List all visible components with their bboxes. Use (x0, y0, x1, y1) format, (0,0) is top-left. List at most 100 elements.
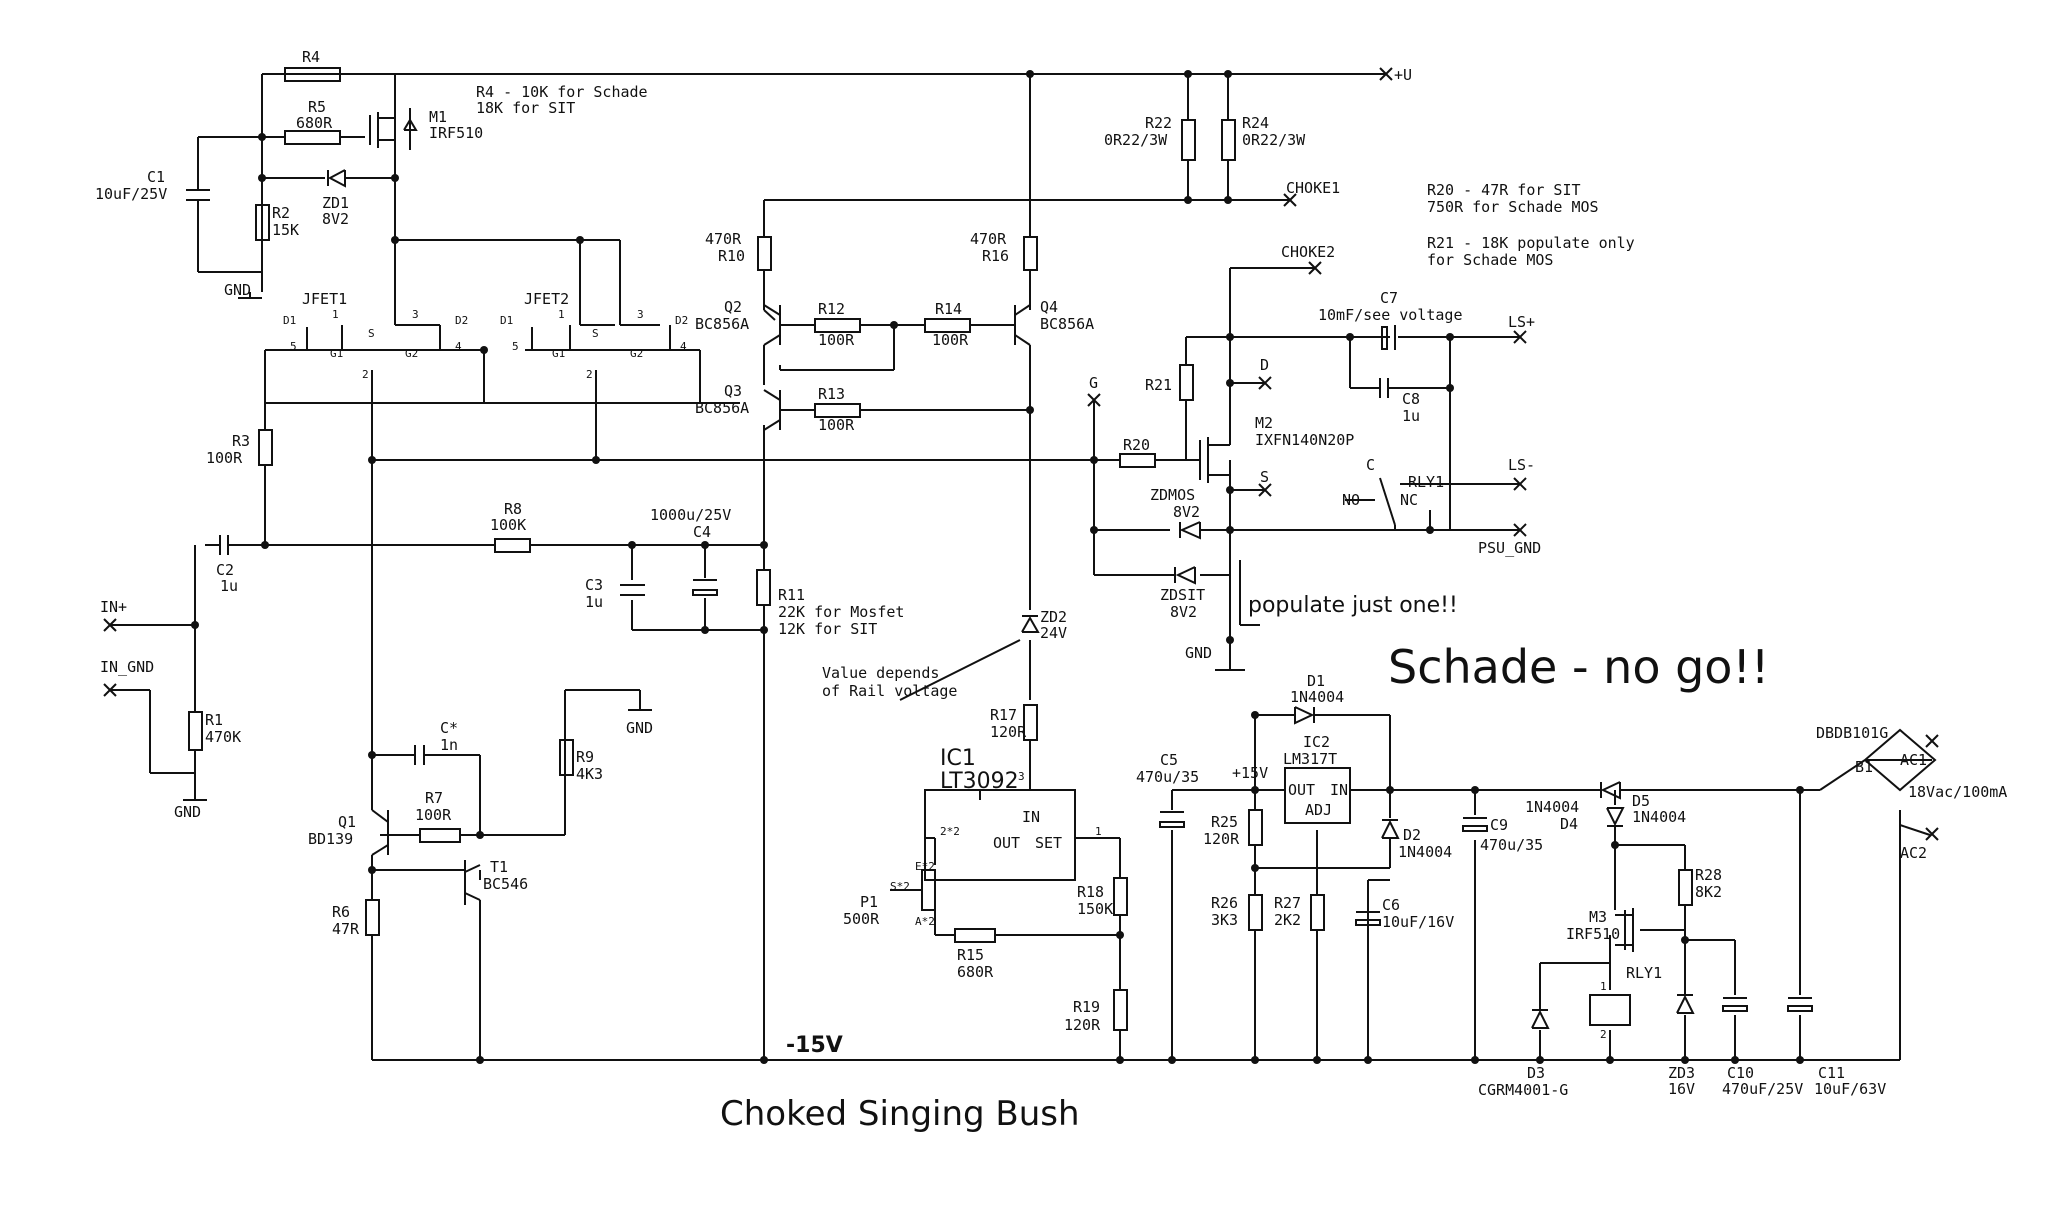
s-label: S (1260, 468, 1269, 486)
note-r20-1: R20 - 47R for SIT (1427, 181, 1581, 199)
r17-body (1023, 704, 1038, 741)
c11-label: C11 (1818, 1064, 1845, 1082)
r25-label: R25 (1211, 813, 1238, 831)
q1-value: BD139 (308, 830, 353, 848)
r13-label: R13 (818, 385, 845, 403)
zdsit-label: ZDSIT (1160, 586, 1205, 604)
jfet1-pin-5: 5 (290, 340, 297, 353)
gnd-label-3: GND (626, 719, 653, 737)
cx-value: 1n (440, 736, 458, 754)
jfet2-pin-s: S (592, 327, 599, 340)
r26-value: 3K3 (1211, 911, 1238, 929)
terminal-psu-gnd (1513, 523, 1527, 537)
t1-value: BC546 (483, 875, 528, 893)
m2-label: M2 (1255, 414, 1273, 432)
r20-label: R20 (1123, 436, 1150, 454)
jfet1-pin-4: 4 (455, 340, 462, 353)
m2-value: IXFN140N20P (1255, 431, 1354, 449)
b1-value: DBDB101G (1816, 724, 1888, 742)
terminal-s (1258, 483, 1272, 497)
note-r4-2: 18K for SIT (476, 99, 575, 117)
q3-label: Q3 (724, 382, 742, 400)
ic2-body (1284, 767, 1351, 824)
zd3-label: ZD3 (1668, 1064, 1695, 1082)
r9-body (559, 739, 574, 776)
ic2-value: LM317T (1283, 750, 1337, 768)
jfet1-pin-2: 2 (362, 368, 369, 381)
ic2-pin-out: OUT (1288, 781, 1315, 799)
ls-minus-label: LS- (1508, 456, 1535, 474)
c11-symbol (1787, 997, 1813, 1012)
choke2-label: CHOKE2 (1281, 243, 1335, 261)
c7-label: C7 (1380, 289, 1398, 307)
capacitors (186, 180, 1813, 1012)
in-plus-label: IN+ (100, 598, 127, 616)
r28-value: 8K2 (1695, 883, 1722, 901)
g-label: G (1089, 374, 1098, 392)
c9-label: C9 (1490, 816, 1508, 834)
c4-symbol (692, 579, 718, 596)
choke1-label: CHOKE1 (1286, 179, 1340, 197)
r17-label: R17 (990, 706, 1017, 724)
r1-value: 470K (205, 728, 241, 746)
r8-body (494, 538, 531, 553)
r1-label: R1 (205, 711, 223, 729)
p1-pin-s: S*2 (890, 880, 910, 893)
r10-body (757, 236, 772, 271)
resistor-bodies (188, 67, 1693, 1031)
r2-label: R2 (272, 204, 290, 222)
terminal-ac2 (1925, 827, 1939, 841)
jfet1-label: JFET1 (302, 290, 347, 308)
q3-value: BC856A (695, 399, 749, 417)
transistors (369, 108, 1685, 952)
c11-value: 10uF/63V (1814, 1080, 1886, 1098)
jfet2-pin-2: 2 (586, 368, 593, 381)
note-r11-2: 12K for SIT (778, 620, 877, 638)
jfet2-pin-3: 3 (637, 308, 644, 321)
c4-label: C4 (693, 523, 711, 541)
terminal-plus-u (1379, 67, 1393, 81)
jfet2-pin-4: 4 (680, 340, 687, 353)
r5-value: 680R (296, 114, 333, 132)
note-zd2-2: of Rail voltage (822, 682, 957, 700)
r7-value: 100R (415, 806, 452, 824)
d1-symbol (1294, 706, 1315, 725)
r25-value: 120R (1203, 830, 1240, 848)
d3-value: CGRM4001-G (1478, 1081, 1568, 1099)
diagram-title: Choked Singing Bush (720, 1094, 1080, 1134)
terminal-d (1258, 376, 1272, 390)
r15-value: 680R (957, 963, 994, 981)
c3-label: C3 (585, 576, 603, 594)
m1-label: M1 (429, 108, 447, 126)
r18-label: R18 (1077, 883, 1104, 901)
c6-symbol (1355, 879, 1390, 926)
c9-symbol (1462, 817, 1488, 832)
ic1-pin-in: IN (1022, 808, 1040, 826)
d3-label: D3 (1527, 1064, 1545, 1082)
rly1-pin-2: 2 (1600, 1028, 1607, 1041)
r14-value: 100R (932, 331, 969, 349)
zdsit-value: 8V2 (1170, 603, 1197, 621)
r21-label: R21 (1145, 376, 1172, 394)
d2-symbol (1381, 819, 1400, 839)
note-r11-1: 22K for Mosfet (778, 603, 904, 621)
jfet1-pin-g1: G1 (330, 347, 343, 360)
psu-gnd-label: PSU_GND (1478, 539, 1541, 557)
ic2-pin-in: IN (1330, 781, 1348, 799)
ac2-label: AC2 (1900, 844, 1927, 862)
c2-symbol (219, 535, 235, 555)
jfet1-pin-d2: D2 (455, 314, 468, 327)
c1-label: C1 (147, 168, 165, 186)
r20-body (1119, 453, 1156, 468)
rly1-coil (1589, 994, 1631, 1026)
rail-minus-label: -15V (786, 1033, 843, 1058)
terminal-choke1 (1283, 193, 1297, 207)
zd2-symbol (1021, 615, 1040, 633)
m3-value: IRF510 (1566, 925, 1620, 943)
c3-value: 1u (585, 593, 603, 611)
c1-symbol (186, 180, 210, 210)
jfet2-pin-g2: G2 (630, 347, 643, 360)
r8-value: 100K (490, 516, 526, 534)
ls-plus-label: LS+ (1508, 313, 1535, 331)
